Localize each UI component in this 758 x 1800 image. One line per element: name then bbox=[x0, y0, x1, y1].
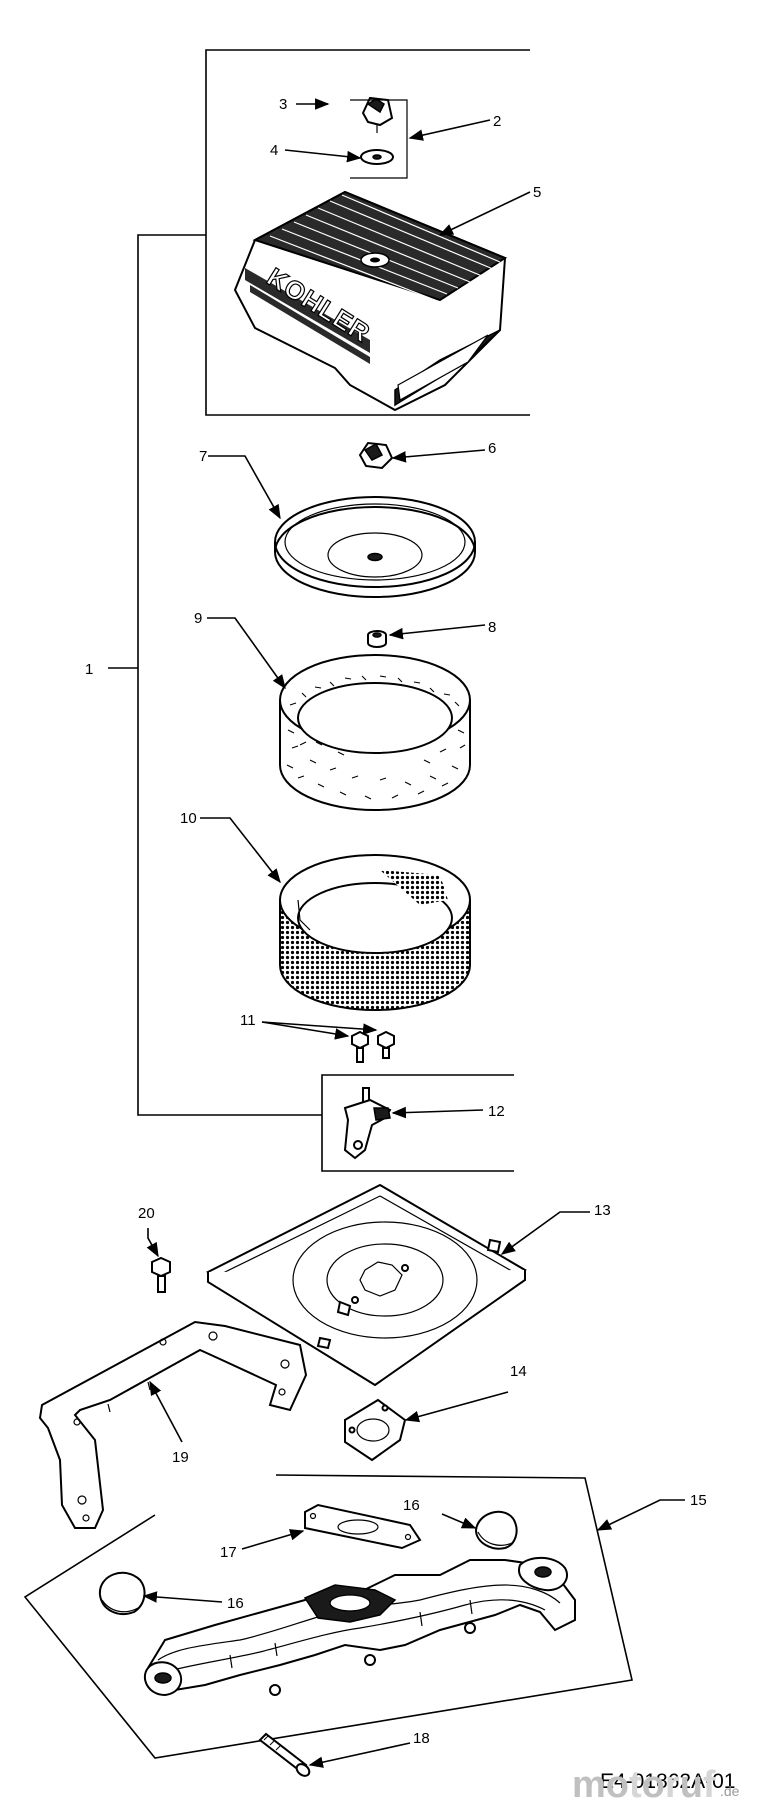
leader-11b bbox=[261, 1021, 378, 1035]
callout-11: 11 bbox=[240, 1012, 256, 1029]
leader-16a bbox=[441, 1513, 477, 1529]
callout-14: 14 bbox=[510, 1363, 527, 1380]
part-12-bracket bbox=[343, 1087, 392, 1160]
leader-9 bbox=[207, 617, 286, 690]
leader-18 bbox=[308, 1742, 411, 1768]
callout-1: 1 bbox=[85, 661, 93, 678]
callout-12: 12 bbox=[488, 1103, 505, 1120]
watermark-logo: motoruf .de bbox=[572, 1764, 740, 1800]
watermark-letter: u bbox=[680, 1764, 703, 1800]
callout-19: 19 bbox=[172, 1449, 189, 1466]
leader-2 bbox=[408, 119, 491, 141]
watermark-suffix: .de bbox=[720, 1783, 740, 1799]
part-18-bolt bbox=[258, 1732, 311, 1777]
bracket-2 bbox=[350, 99, 408, 179]
watermark-letter: m bbox=[572, 1764, 606, 1800]
group-bracket-15 bbox=[23, 1474, 633, 1759]
part-13-base bbox=[205, 1183, 527, 1387]
leader-lines bbox=[142, 98, 685, 1768]
callout-4: 4 bbox=[270, 142, 278, 159]
callout-9: 9 bbox=[194, 610, 202, 627]
part-17-gasket bbox=[304, 1503, 422, 1550]
leader-19 bbox=[149, 1380, 183, 1443]
callout-10: 10 bbox=[180, 810, 197, 827]
part-6-wing-nut bbox=[358, 441, 394, 470]
callout-7: 7 bbox=[199, 448, 207, 465]
part-15-manifold bbox=[143, 1556, 576, 1697]
part-16-cap-left bbox=[98, 1571, 146, 1615]
leader-13 bbox=[500, 1211, 590, 1255]
part-7-outer-cover bbox=[274, 496, 476, 598]
part-8-grommet bbox=[367, 630, 387, 648]
part-11-screws bbox=[351, 1030, 395, 1063]
leader-11a bbox=[261, 1021, 350, 1040]
callout-labels: 1 2 3 4 5 6 7 8 9 10 11 12 13 14 15 16 1… bbox=[85, 96, 707, 1747]
leader-14 bbox=[404, 1391, 509, 1423]
svg-text:motoruf: motoruf bbox=[572, 1764, 716, 1800]
drawing-code: E4-01862A-01 bbox=[600, 1770, 735, 1793]
watermark-letter: r bbox=[665, 1764, 680, 1800]
callout-16a: 16 bbox=[403, 1497, 420, 1514]
part-3-knob bbox=[361, 96, 394, 133]
watermark-letter: t bbox=[629, 1764, 642, 1800]
callout-5: 5 bbox=[533, 184, 541, 201]
leader-4 bbox=[284, 149, 362, 163]
leader-15 bbox=[596, 1499, 685, 1531]
leader-10 bbox=[200, 817, 281, 884]
leader-6 bbox=[391, 449, 486, 463]
part-9-precleaner bbox=[279, 654, 471, 811]
leader-8 bbox=[388, 624, 486, 640]
callout-6: 6 bbox=[488, 440, 496, 457]
leader-12 bbox=[391, 1106, 484, 1119]
part-4-washer bbox=[360, 149, 394, 165]
leader-16b bbox=[142, 1591, 223, 1603]
part-10-filter-element bbox=[279, 854, 471, 1011]
leader-17 bbox=[241, 1529, 305, 1550]
part-19-support bbox=[38, 1320, 308, 1529]
group-bracket-1 bbox=[108, 49, 530, 1172]
leader-20 bbox=[146, 1228, 159, 1258]
callout-13: 13 bbox=[594, 1202, 611, 1219]
watermark-letter: f bbox=[703, 1764, 716, 1800]
watermark-letter: o bbox=[642, 1764, 665, 1800]
part-14-gasket bbox=[344, 1398, 407, 1462]
callout-20: 20 bbox=[138, 1205, 155, 1222]
callout-17: 17 bbox=[220, 1544, 237, 1561]
callout-2: 2 bbox=[493, 113, 501, 130]
callout-3: 3 bbox=[279, 96, 287, 113]
leader-7 bbox=[208, 455, 281, 520]
part-16-cap-right bbox=[474, 1510, 518, 1550]
part-20-bolt bbox=[151, 1256, 171, 1293]
callout-16b: 16 bbox=[227, 1595, 244, 1612]
callout-8: 8 bbox=[488, 619, 496, 636]
callout-15: 15 bbox=[690, 1492, 707, 1509]
callout-18: 18 bbox=[413, 1730, 430, 1747]
watermark-letter: o bbox=[606, 1764, 629, 1800]
part-5-cover: KOHLER bbox=[233, 190, 508, 412]
leader-5 bbox=[438, 191, 531, 236]
